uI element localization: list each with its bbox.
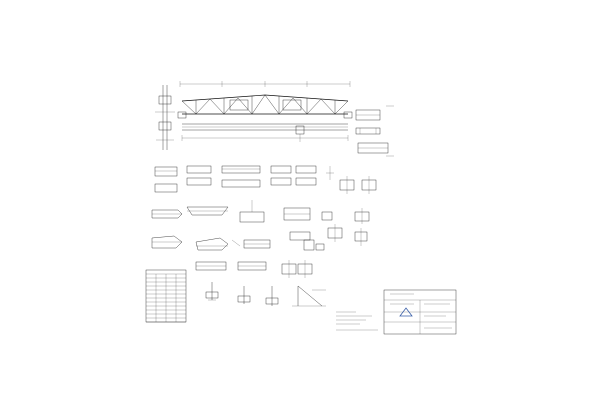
member-details-row-2 (151, 200, 311, 241)
member-details-row-3 (151, 235, 325, 251)
support-section-view (155, 85, 175, 150)
schedule-rows (146, 281, 186, 323)
member-details-row-1 (154, 165, 334, 193)
company-logo-icon (399, 307, 413, 317)
truss-elevation (177, 81, 353, 119)
connection-details-right (321, 176, 377, 246)
notes-block (336, 311, 378, 331)
connection-details-bottom (205, 282, 326, 307)
material-schedule (145, 269, 187, 323)
section-details (355, 105, 394, 157)
truss-plan (181, 123, 349, 142)
title-block (383, 289, 457, 335)
member-details-row-4 (195, 260, 313, 278)
